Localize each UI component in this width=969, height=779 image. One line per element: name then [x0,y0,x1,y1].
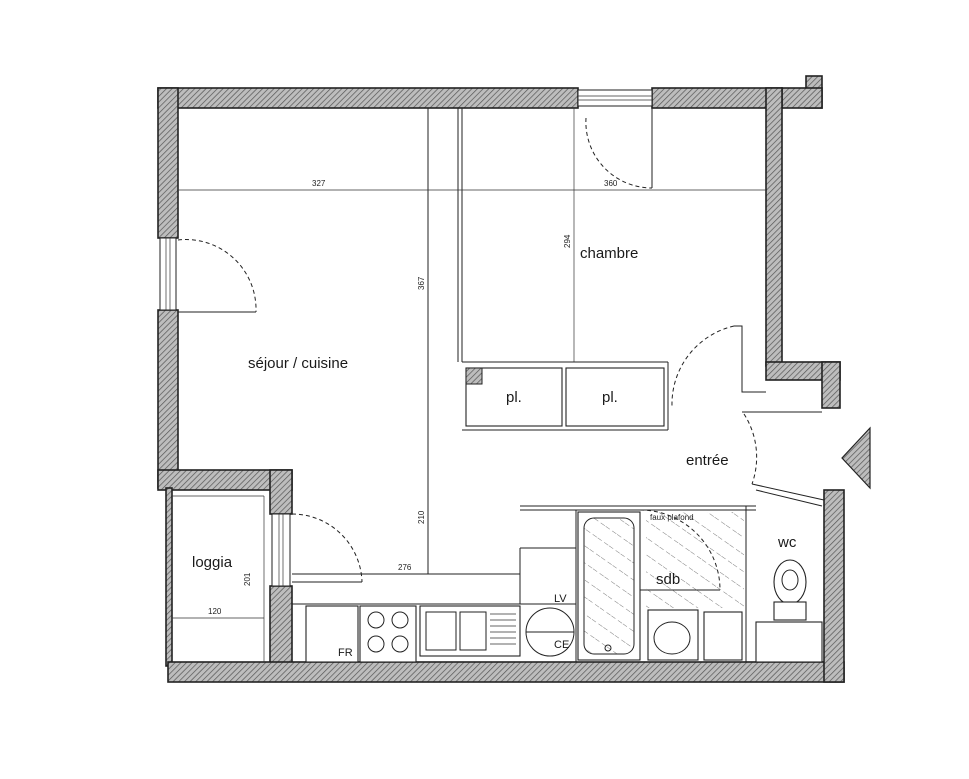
dim-chambre-depth: 294 [563,234,572,248]
loggia-lines [172,495,265,662]
dim-kitchen-depth: 210 [417,510,426,524]
dim-sejour-width: 327 [312,179,326,188]
room-labels: séjour / cuisine chambre entrée loggia s… [192,245,797,588]
label-washer: LV [554,593,567,605]
room-label-placard-2: pl. [602,389,618,406]
label-boiler: CE [554,639,569,651]
dim-loggia-depth: 201 [243,572,252,586]
entrance-arrow-icon [841,426,871,490]
dim-loggia-width: 120 [208,607,222,616]
room-label-sdb: sdb [656,571,680,588]
exterior-walls [157,75,845,683]
label-false-ceiling: faux plafond [650,513,694,522]
room-label-loggia: loggia [192,554,233,571]
room-label-chambre: chambre [580,245,638,262]
dimension-labels: 327 360 367 294 210 276 201 120 [208,179,618,616]
kitchen-fixtures [305,605,575,663]
dim-sejour-depth: 367 [417,276,426,290]
dim-kitchen-width: 276 [398,563,412,572]
dim-chambre-width: 360 [604,179,618,188]
room-label-entree: entrée [686,452,729,469]
fixture-labels: FR LV CE faux plafond [338,513,694,659]
room-label-sejour: séjour / cuisine [248,355,348,372]
interior-walls [178,108,825,662]
room-label-wc: wc [777,534,797,551]
room-label-placard-1: pl. [506,389,522,406]
drainboard [490,613,516,645]
label-fridge: FR [338,647,353,659]
windows [159,89,653,587]
bathroom-fixtures [577,511,823,663]
